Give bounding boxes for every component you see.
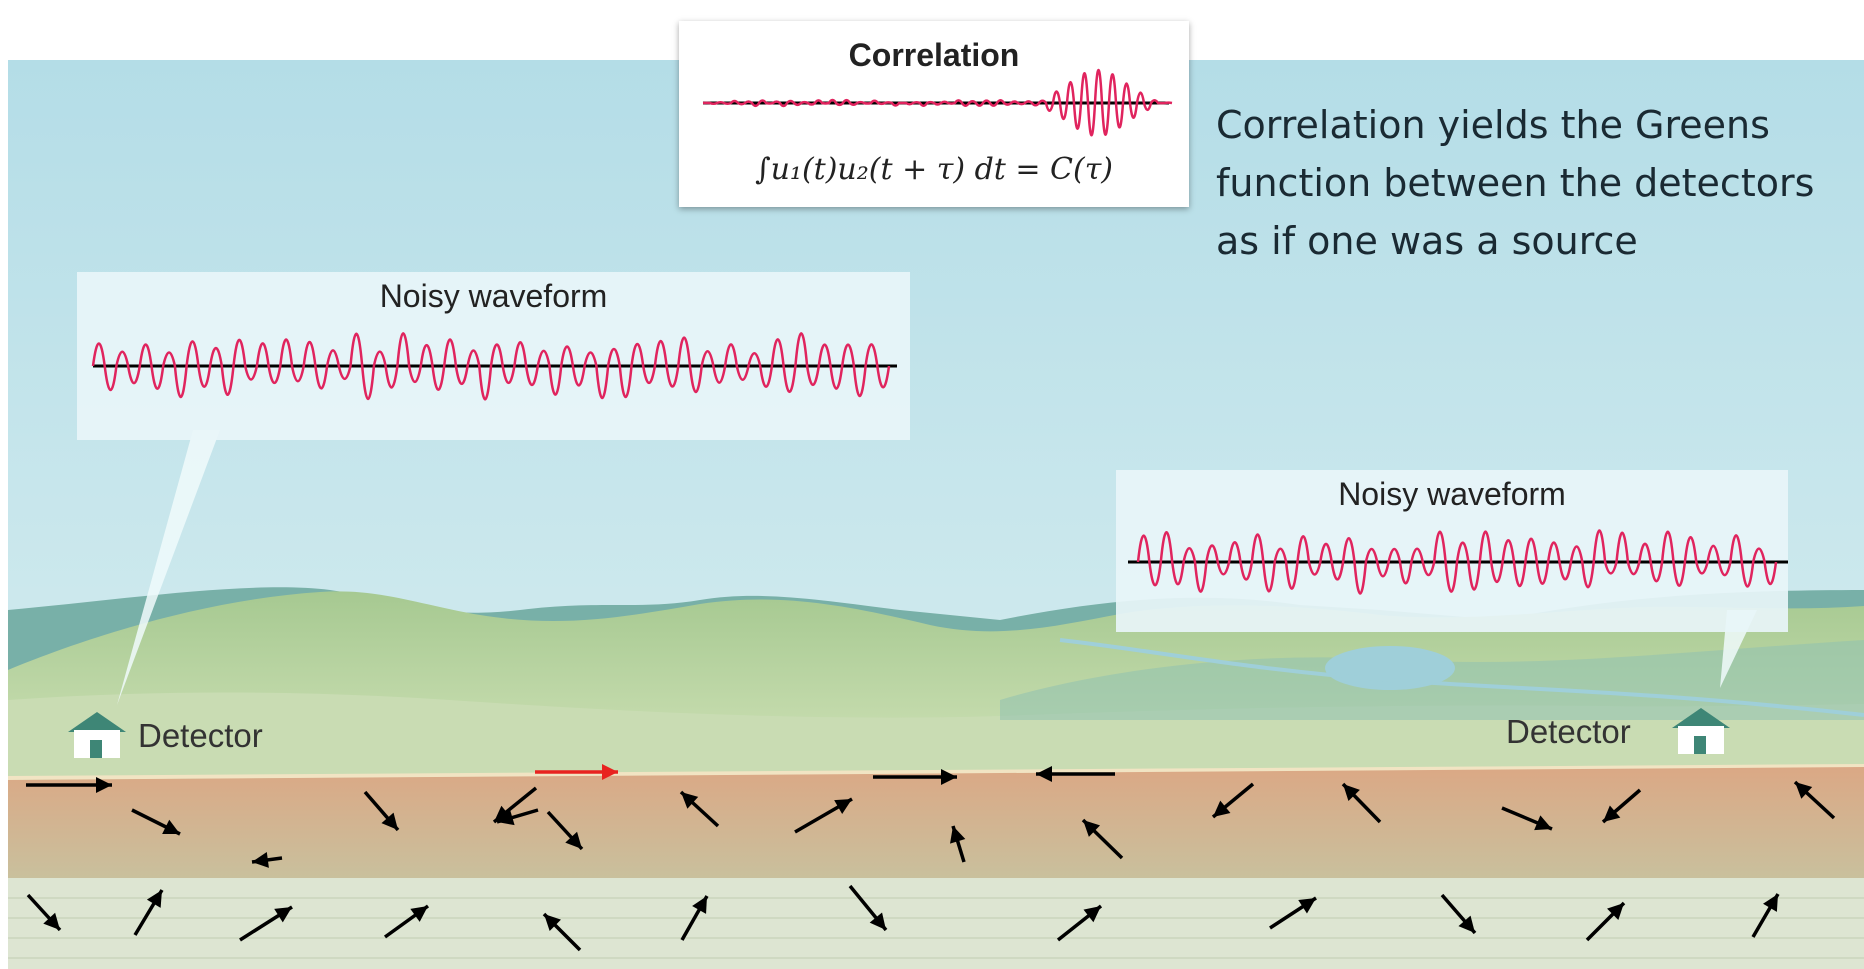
arrow-icon xyxy=(535,764,618,780)
correlation-panel: Correlation ∫u₁(t)u₂(t + τ) dt = C(τ) xyxy=(679,21,1189,207)
left-house-icon xyxy=(68,712,126,758)
arrow-icon xyxy=(950,825,966,863)
left-waveform-trace xyxy=(91,332,891,401)
right-waveform-trace xyxy=(1136,529,1778,595)
arrow-icon xyxy=(680,895,709,941)
arrow-icon xyxy=(383,904,430,939)
explanation-caption: Correlation yields the Greens function b… xyxy=(1216,103,1815,263)
arrow-icon xyxy=(1793,780,1836,820)
arrow-icon xyxy=(251,851,283,868)
shoreline xyxy=(7,764,1864,780)
arrow-icon xyxy=(492,786,538,824)
correlation-trace xyxy=(702,68,1173,137)
arrow-icon xyxy=(1056,904,1103,942)
correlation-title: Correlation xyxy=(848,37,1020,73)
right-waveform-panel: Noisy waveform xyxy=(1116,470,1788,632)
correlation-waveform xyxy=(702,68,1173,137)
arrow-icon xyxy=(1211,782,1255,819)
arrow-icon xyxy=(1269,896,1317,930)
arrow-icon xyxy=(1601,788,1642,824)
arrow-icon xyxy=(848,884,888,932)
correlation-formula: ∫u₁(t)u₂(t + τ) dt = C(τ) xyxy=(754,152,1114,187)
arrow-icon xyxy=(1585,901,1626,942)
arrow-icon xyxy=(1036,766,1115,782)
arrow-icon xyxy=(133,889,164,936)
noise-arrows xyxy=(26,764,1836,952)
river xyxy=(1059,638,1864,717)
arrow-icon xyxy=(1501,806,1553,831)
arrow-icon xyxy=(1440,893,1477,935)
arrow-icon xyxy=(131,808,181,836)
right-waveform-plot xyxy=(1128,529,1788,595)
left-waveform-panel: Noisy waveform xyxy=(77,272,910,440)
right-waveform-title: Noisy waveform xyxy=(1338,476,1566,512)
arrow-icon xyxy=(26,893,62,932)
arrow-icon xyxy=(1751,893,1780,938)
left-callout-pointer xyxy=(117,430,220,705)
arrow-icon xyxy=(26,777,112,793)
arrow-icon xyxy=(542,912,582,952)
arrow-icon xyxy=(363,790,400,832)
left-waveform-plot xyxy=(91,332,897,401)
arrow-icon xyxy=(873,769,957,785)
arrow-icon xyxy=(546,810,584,851)
arrow-icon xyxy=(1341,782,1382,824)
right-house-icon xyxy=(1672,708,1730,754)
arrow-icon xyxy=(239,905,293,942)
lower-ground-layer xyxy=(8,878,1864,969)
left-detector-label: Detector xyxy=(138,717,263,754)
lower-ground-stripes xyxy=(8,897,1864,959)
left-waveform-title: Noisy waveform xyxy=(379,278,608,314)
arrow-icon xyxy=(794,797,853,834)
arrow-icon xyxy=(1081,818,1124,860)
arrow-icon xyxy=(679,790,720,828)
upper-ground-layer xyxy=(8,767,1864,878)
right-detector-label: Detector xyxy=(1506,713,1631,750)
